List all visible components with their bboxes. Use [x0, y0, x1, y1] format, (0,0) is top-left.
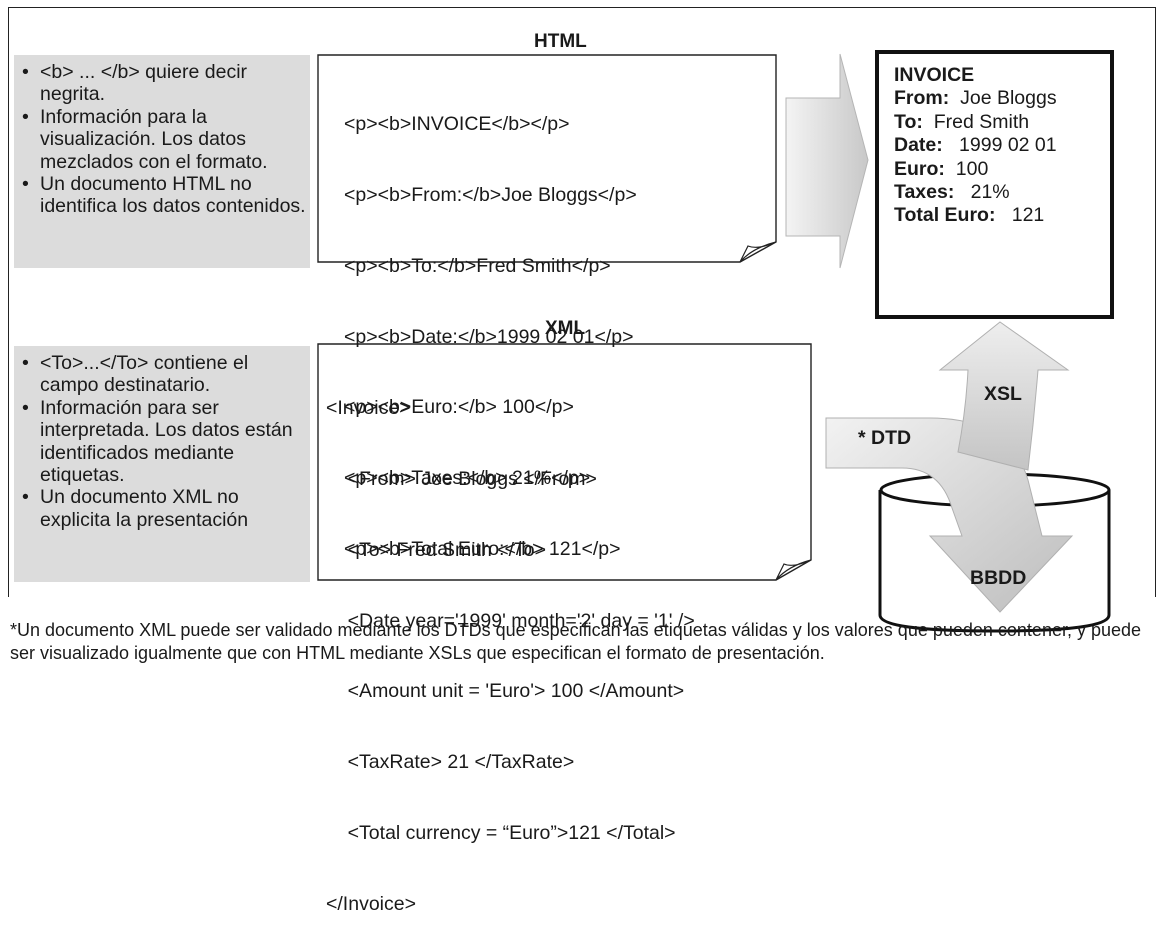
html-code-line: <p><b>INVOICE</b></p> — [344, 113, 570, 136]
xml-document-page — [317, 343, 812, 581]
html-code-line: <p><b>Date:</b>1999 02 01</p> — [344, 325, 634, 348]
rendered-row-value: 21% — [970, 181, 1010, 204]
rendered-row-label: Date: — [894, 134, 943, 157]
rendered-row: To: Fred Smith — [894, 111, 1057, 134]
xml-code-line: <Total currency = “Euro”>121 </Total> — [326, 821, 676, 844]
rendered-row-label: From: — [894, 87, 950, 110]
html-code-line: <p><b>Taxes:</b> 21%</p> — [344, 467, 591, 490]
html-document-page — [317, 54, 777, 263]
html-to-output-arrow — [785, 53, 869, 269]
dtd-label: * DTD — [858, 427, 912, 449]
html-notes-panel: <b> ... </b> quiere decir negrita. Infor… — [14, 55, 310, 268]
footnote: *Un documento XML puede ser validado med… — [10, 620, 1142, 663]
html-code-line: <p><b>Euro:</b> 100</p> — [344, 396, 574, 419]
rendered-row-label: Taxes: — [894, 181, 955, 204]
rendered-row-value: 100 — [955, 157, 989, 180]
xml-code-line: <Date year='1999' month='2' day = '1' /> — [326, 609, 695, 632]
rendered-row-label: To: — [894, 110, 923, 133]
html-note-item: Un documento HTML no identifica los dato… — [22, 173, 310, 218]
rendered-invoice: INVOICE From: Joe Bloggs To: Fred Smith … — [894, 64, 1057, 228]
rendered-row-value: Fred Smith — [933, 110, 1030, 133]
html-note-item: Información para la visualización. Los d… — [22, 106, 310, 173]
xml-note-item: <To>...</To> contiene el campo destinata… — [22, 352, 310, 397]
xml-note-item: Un documento XML no explicita la present… — [22, 486, 310, 531]
rendered-row: From: Joe Bloggs — [894, 87, 1057, 110]
html-code-block: <p><b>INVOICE</b></p> <p><b>From:</b>Joe… — [344, 66, 637, 585]
xml-section-title: XML — [545, 318, 586, 339]
xml-code-line: <To> Fred Smith </To> — [326, 538, 547, 561]
xml-note-item: Información para ser interpretada. Los d… — [22, 397, 310, 487]
rendered-invoice-title: INVOICE — [894, 64, 975, 86]
xml-code-line: <Amount unit = 'Euro'> 100 </Amount> — [326, 680, 685, 703]
rendered-row-label: Euro: — [894, 157, 945, 180]
xsl-label: XSL — [984, 383, 1022, 405]
xsl-flow-arrow — [938, 321, 1070, 471]
xml-notes-panel: <To>...</To> contiene el campo destinata… — [14, 346, 310, 582]
diagram-frame — [8, 7, 1156, 597]
diagram-graphics — [317, 50, 1114, 633]
xml-code-line: </Invoice> — [326, 892, 416, 915]
rendered-output-box — [875, 50, 1114, 319]
xml-code-line: <From> Joe Bloggs </From> — [326, 467, 597, 490]
database-label: BBDD — [970, 567, 1027, 589]
rendered-row-value: 1999 02 01 — [959, 134, 1057, 157]
rendered-row: Total Euro: 121 — [894, 204, 1057, 227]
xml-code-line: <Invoice> — [326, 397, 411, 420]
rendered-row-value: Joe Bloggs — [960, 87, 1057, 110]
html-section-title: HTML — [534, 31, 587, 52]
rendered-row-label: Total Euro: — [894, 204, 996, 227]
xml-code-line: <TaxRate> 21 </TaxRate> — [326, 751, 575, 774]
rendered-row-value: 121 — [1011, 204, 1045, 227]
rendered-row: Euro: 100 — [894, 158, 1057, 181]
rendered-row: Taxes: 21% — [894, 181, 1057, 204]
html-note-item: <b> ... </b> quiere decir negrita. — [22, 61, 310, 106]
html-code-line: <p><b>From:</b>Joe Bloggs</p> — [344, 183, 637, 206]
html-code-line: <p><b>To:</b>Fred Smith</p> — [344, 254, 611, 277]
xml-document-fold — [775, 559, 812, 581]
html-code-line: <p><b>Total Euro:</b> 121</p> — [344, 537, 621, 560]
html-document-fold — [739, 241, 777, 263]
rendered-row: Date: 1999 02 01 — [894, 134, 1057, 157]
